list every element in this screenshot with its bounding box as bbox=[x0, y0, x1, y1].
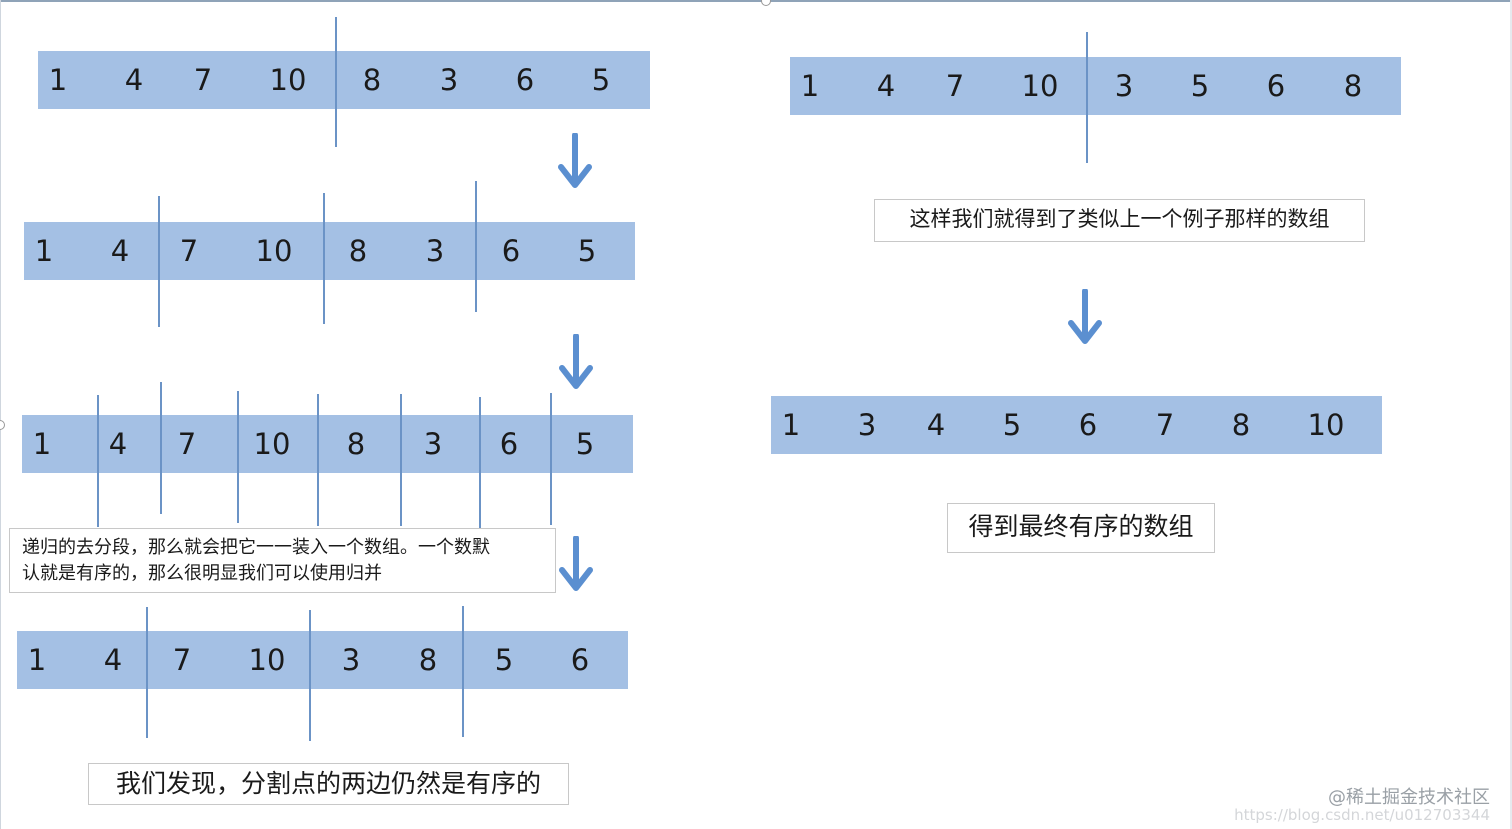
down-arrow-icon bbox=[559, 334, 593, 389]
recursion-note-line1: 递归的去分段，那么就会把它一一装入一个数组。一个数默 bbox=[22, 537, 490, 558]
down-arrow-icon bbox=[559, 536, 593, 591]
array-bar-merged-halves: 1 4 7 10 3 5 6 8 bbox=[790, 57, 1401, 115]
recursion-note-line2: 认就是有序的，那么很明显我们可以使用归并 bbox=[22, 563, 382, 584]
array-cell: 10 bbox=[1307, 408, 1345, 442]
watermark-url: https://blog.csdn.net/u012703344 bbox=[1234, 806, 1490, 824]
array-cell: 4 bbox=[108, 427, 128, 461]
final-note: 得到最终有序的数组 bbox=[947, 503, 1215, 553]
split-divider bbox=[550, 393, 552, 525]
array-cell: 4 bbox=[110, 234, 130, 268]
split-divider bbox=[146, 607, 148, 738]
array-cell: 5 bbox=[1002, 408, 1022, 442]
array-cell: 1 bbox=[48, 63, 68, 97]
array-bar-step2: 1 4 7 10 8 3 6 5 bbox=[24, 222, 635, 280]
array-bar-step3: 1 4 7 10 8 3 6 5 bbox=[22, 415, 633, 473]
split-divider bbox=[323, 193, 325, 324]
sorted-sides-note: 我们发现，分割点的两边仍然是有序的 bbox=[88, 763, 569, 805]
array-cell: 8 bbox=[1231, 408, 1251, 442]
selection-handle-top[interactable] bbox=[761, 0, 771, 6]
array-cell: 3 bbox=[439, 63, 459, 97]
array-cell: 1 bbox=[34, 234, 54, 268]
recursion-note: 递归的去分段，那么就会把它一一装入一个数组。一个数默 认就是有序的，那么很明显我… bbox=[9, 528, 556, 593]
array-cell: 3 bbox=[423, 427, 443, 461]
array-bar-step1: 1 4 7 10 8 3 6 5 bbox=[38, 51, 650, 109]
array-cell: 10 bbox=[253, 427, 291, 461]
array-cell: 7 bbox=[945, 69, 965, 103]
array-cell: 1 bbox=[32, 427, 52, 461]
similar-array-note: 这样我们就得到了类似上一个例子那样的数组 bbox=[874, 199, 1365, 242]
split-divider bbox=[317, 394, 319, 526]
array-bar-final: 1 3 4 5 6 7 8 10 bbox=[771, 396, 1382, 454]
window-top-border bbox=[0, 0, 1512, 2]
split-divider bbox=[462, 606, 464, 737]
split-divider bbox=[479, 397, 481, 529]
down-arrow-icon bbox=[558, 133, 592, 188]
window-right-border bbox=[1510, 0, 1512, 829]
window-left-border bbox=[0, 0, 1, 829]
array-bar-step4: 1 4 7 10 3 8 5 6 bbox=[17, 631, 628, 689]
array-cell: 10 bbox=[255, 234, 293, 268]
array-cell: 8 bbox=[418, 643, 438, 677]
split-divider bbox=[335, 17, 337, 147]
split-divider bbox=[475, 181, 477, 312]
array-cell: 8 bbox=[362, 63, 382, 97]
array-cell: 7 bbox=[193, 63, 213, 97]
array-cell: 8 bbox=[346, 427, 366, 461]
array-cell: 5 bbox=[494, 643, 514, 677]
array-cell: 6 bbox=[501, 234, 521, 268]
array-cell: 6 bbox=[1078, 408, 1098, 442]
selection-handle-left[interactable] bbox=[0, 420, 5, 430]
array-cell: 7 bbox=[172, 643, 192, 677]
array-cell: 3 bbox=[341, 643, 361, 677]
array-cell: 1 bbox=[781, 408, 801, 442]
split-divider bbox=[158, 196, 160, 327]
array-cell: 3 bbox=[1114, 69, 1134, 103]
array-cell: 6 bbox=[570, 643, 590, 677]
down-arrow-icon bbox=[1068, 289, 1102, 344]
watermark-brand: @稀土掘金技术社区 bbox=[1328, 787, 1490, 808]
array-cell: 1 bbox=[27, 643, 47, 677]
array-cell: 3 bbox=[857, 408, 877, 442]
array-cell: 1 bbox=[800, 69, 820, 103]
array-cell: 4 bbox=[124, 63, 144, 97]
array-cell: 6 bbox=[1266, 69, 1286, 103]
array-cell: 4 bbox=[103, 643, 123, 677]
array-cell: 7 bbox=[1155, 408, 1175, 442]
array-cell: 4 bbox=[876, 69, 896, 103]
split-divider bbox=[237, 391, 239, 523]
array-cell: 8 bbox=[348, 234, 368, 268]
array-cell: 5 bbox=[575, 427, 595, 461]
array-cell: 10 bbox=[269, 63, 307, 97]
array-cell: 3 bbox=[425, 234, 445, 268]
split-divider bbox=[160, 382, 162, 514]
array-cell: 4 bbox=[926, 408, 946, 442]
array-cell: 8 bbox=[1343, 69, 1363, 103]
split-divider bbox=[400, 394, 402, 526]
array-cell: 5 bbox=[1190, 69, 1210, 103]
array-cell: 6 bbox=[515, 63, 535, 97]
split-divider bbox=[97, 395, 99, 527]
array-cell: 10 bbox=[248, 643, 286, 677]
array-cell: 5 bbox=[577, 234, 597, 268]
split-divider bbox=[1086, 32, 1088, 163]
split-divider bbox=[309, 610, 311, 741]
array-cell: 7 bbox=[177, 427, 197, 461]
array-cell: 10 bbox=[1021, 69, 1059, 103]
array-cell: 6 bbox=[499, 427, 519, 461]
array-cell: 5 bbox=[591, 63, 611, 97]
array-cell: 7 bbox=[179, 234, 199, 268]
